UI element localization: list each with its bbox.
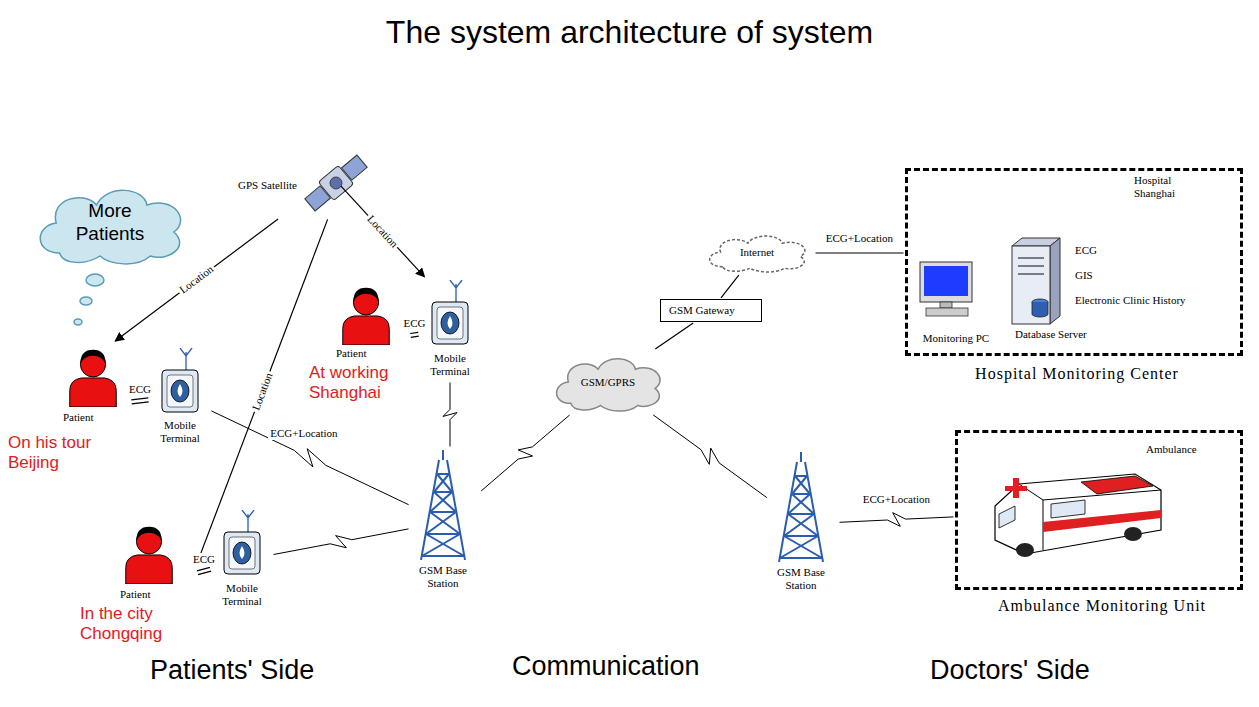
- terminal-icon: [224, 510, 260, 574]
- patient-node: Patient In the city Chongqing: [78, 522, 196, 657]
- patient-node: Patient On his tour Beijing: [5, 342, 130, 477]
- connector-line: [655, 323, 693, 349]
- patient-node: Patient At working Shanghai: [305, 280, 409, 407]
- node-text: GSM Base Station: [768, 566, 834, 591]
- side-label: Communication: [512, 651, 700, 682]
- node-text: Mobile Terminal: [422, 352, 478, 377]
- connector-line: [721, 275, 739, 298]
- node-text: Patient: [336, 347, 367, 360]
- node-text: Ambulance Monitoring Unit: [958, 597, 1246, 615]
- tower-icon: [421, 450, 465, 560]
- diagram-title: The system architecture of system: [0, 14, 1259, 51]
- gateway-box: GSM Gateway: [660, 299, 762, 322]
- terminal-icon: [432, 280, 468, 344]
- node-text: Database Server: [1015, 328, 1087, 341]
- node-text: At working Shanghai: [309, 363, 405, 404]
- edge-label: ECG: [127, 383, 153, 396]
- edge-label: ECG: [402, 317, 428, 330]
- node-text: Patient: [63, 411, 94, 424]
- radio-link: [840, 513, 954, 527]
- patient-icon: [70, 350, 117, 407]
- node-text: Mobile Terminal: [152, 419, 208, 444]
- patient-icon: [343, 288, 390, 345]
- ambulance-icon: [995, 474, 1161, 557]
- node-text: GIS: [1075, 269, 1093, 282]
- hospital-group: Hospital ShanghaiHospital Monitoring Cen…: [905, 168, 1243, 356]
- cloud-shape: [710, 236, 805, 272]
- connector-line: [816, 252, 904, 253]
- gprs-cloud: GSM/GPRS: [546, 350, 670, 414]
- node-text: GSM Base Station: [410, 564, 476, 589]
- radio-link: [274, 529, 409, 555]
- patients-cloud: More Patients: [26, 178, 194, 268]
- node-text: Electronic Clinic History: [1075, 294, 1186, 307]
- node-text: Patient: [120, 588, 151, 601]
- satellite-icon: [302, 152, 370, 214]
- base-station-node: GSM Base Station: [768, 450, 838, 598]
- node-text: GPS Satellite: [238, 179, 297, 192]
- radio-link: [443, 383, 457, 447]
- radio-link: [481, 415, 569, 491]
- terminal-icon: [162, 348, 198, 412]
- node-text: GSM/GPRS: [581, 376, 635, 389]
- ambulance-group: AmbulanceAmbulance Monitoring Unit: [955, 430, 1243, 590]
- satellite-node: GPS Satellite: [236, 152, 336, 218]
- node-text: ECG: [1075, 244, 1097, 257]
- cloud-shape: [557, 359, 661, 411]
- server-node: ECG GIS Electronic Clinic HistoryDatabase …: [1003, 230, 1235, 348]
- node-text: Monitoring PC: [913, 332, 999, 345]
- radio-link: [211, 411, 408, 505]
- edge-label: Location: [248, 369, 276, 414]
- pc-node: Monitoring PC: [913, 260, 1003, 348]
- terminal-node: Mobile Terminal: [150, 345, 210, 447]
- thought-bubbles: [74, 274, 104, 325]
- edge-label: Location: [363, 211, 402, 252]
- pc-icon: [920, 262, 972, 316]
- ecg-cable: [197, 567, 211, 574]
- side-label: Patients' Side: [150, 655, 314, 686]
- server-icon: [1012, 238, 1060, 324]
- terminal-node: Mobile Terminal: [420, 278, 480, 381]
- edge-label: ECG+Location: [268, 427, 339, 440]
- tower-icon: [779, 452, 823, 562]
- node-text: Mobile Terminal: [214, 582, 270, 607]
- edge-label: ECG+Location: [824, 232, 895, 245]
- node-text: In the city Chongqing: [80, 604, 194, 645]
- node-text: More Patients: [55, 200, 165, 246]
- patient-icon: [126, 527, 173, 584]
- node-text: Ambulance: [1146, 443, 1197, 456]
- internet-cloud: Internet: [700, 230, 814, 274]
- edge-label: Location: [175, 262, 217, 298]
- ecg-cable: [131, 398, 148, 404]
- connector-line: [341, 186, 425, 277]
- terminal-node: Mobile Terminal: [212, 508, 272, 613]
- node-text: Hospital Shanghai: [1134, 174, 1194, 199]
- radio-link: [653, 415, 767, 498]
- edge-label: ECG+Location: [861, 493, 932, 506]
- side-label: Doctors' Side: [930, 655, 1090, 686]
- node-text: Hospital Monitoring Center: [908, 365, 1246, 383]
- node-text: GSM Gateway: [669, 304, 735, 317]
- cloud-shape: [40, 190, 180, 264]
- edge-label: ECG: [191, 553, 217, 566]
- node-text: On his tour Beijing: [8, 433, 126, 474]
- base-station-node: GSM Base Station: [410, 448, 480, 596]
- ecg-cable: [410, 332, 419, 337]
- node-text: Internet: [740, 246, 774, 259]
